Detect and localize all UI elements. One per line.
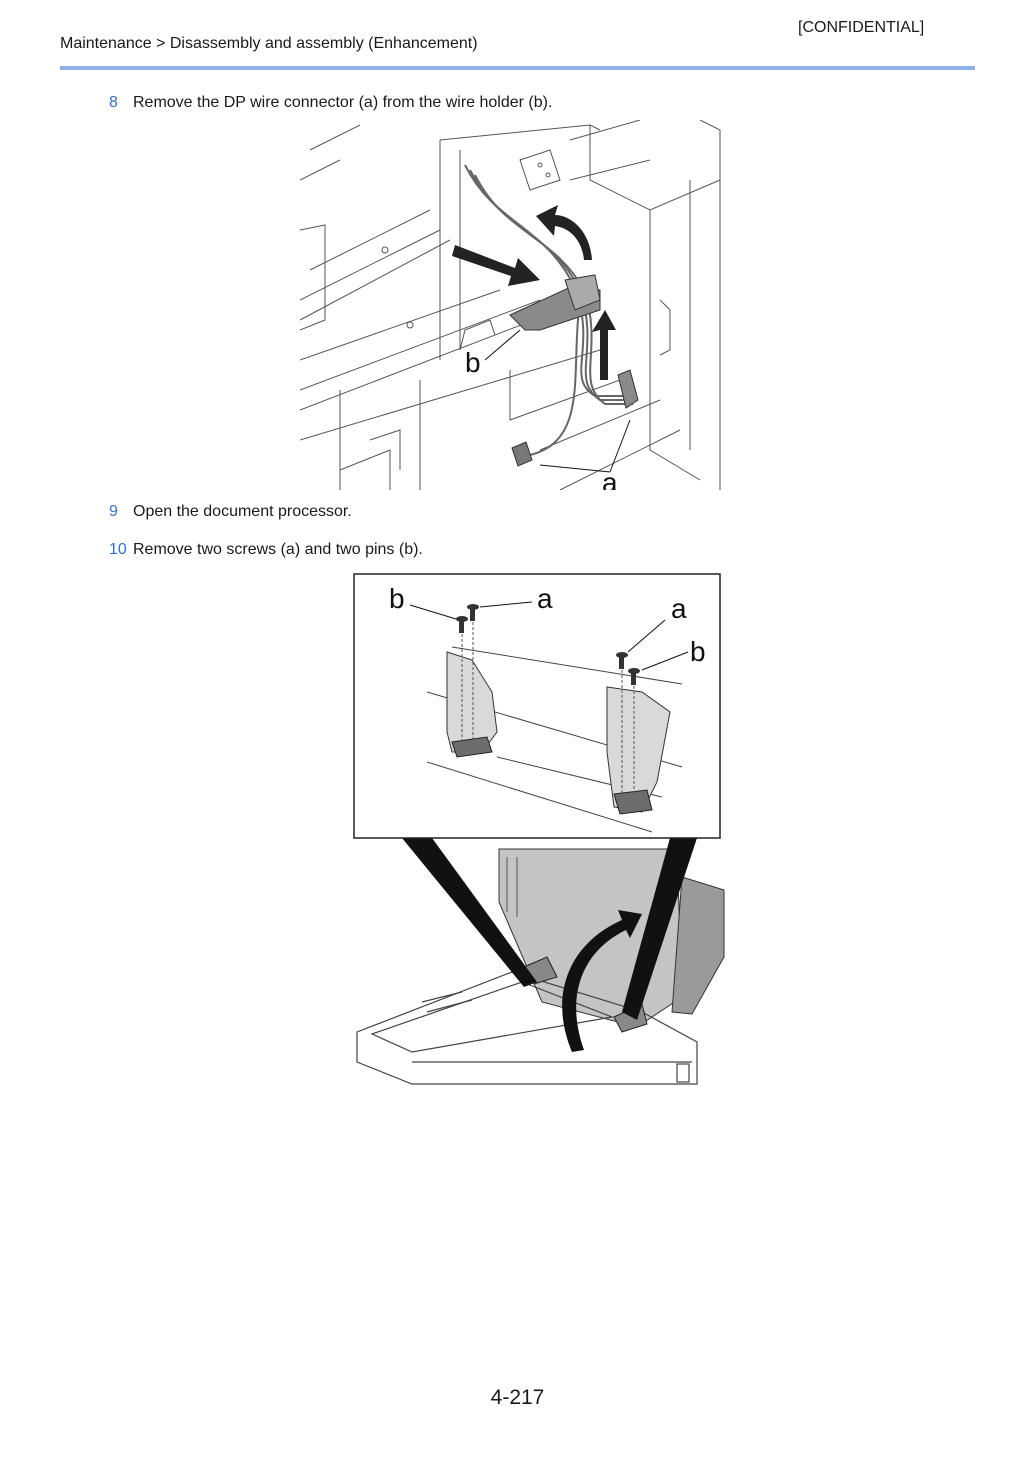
step-number: 9	[109, 503, 118, 520]
step-10: 10 Remove two screws (a) and two pins (b)…	[109, 541, 423, 559]
step-number: 10	[109, 541, 127, 558]
document-processor-illustration: b a a b	[353, 573, 725, 1085]
wire-holder-illustration: b a	[300, 120, 721, 490]
header-divider	[60, 66, 975, 70]
step-9: 9 Open the document processor.	[109, 503, 352, 521]
callout-b: b	[465, 347, 481, 378]
page-number: 4-217	[490, 1386, 545, 1409]
step-8: 8 Remove the DP wire connector (a) from t…	[109, 94, 552, 112]
callout-b: b	[690, 636, 706, 667]
callout-a: a	[537, 583, 553, 614]
step-text: Remove two screws (a) and two pins (b).	[133, 541, 423, 558]
callout-b: b	[389, 583, 405, 614]
step-number: 8	[109, 94, 118, 111]
step-text: Open the document processor.	[133, 503, 352, 520]
callout-a: a	[671, 593, 687, 624]
callout-a: a	[602, 467, 618, 490]
confidential-label: [CONFIDENTIAL]	[798, 19, 925, 36]
step-text: Remove the DP wire connector (a) from th…	[133, 94, 553, 111]
breadcrumb: Maintenance > Disassembly and assembly (…	[60, 35, 478, 52]
